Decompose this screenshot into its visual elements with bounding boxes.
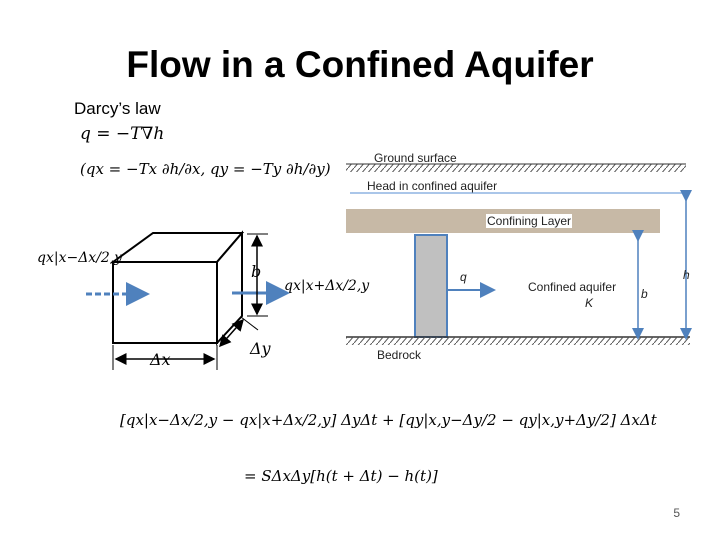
slide-title: Flow in a Confined Aquifer xyxy=(126,44,594,85)
aquifer-label: Confined aquifer xyxy=(528,280,617,294)
element-thickness-label: b xyxy=(251,262,262,281)
inflow-label: qx|x−Δx/2,y xyxy=(37,250,123,266)
balance-equation-line2: = SΔxΔy[h(t + Δt) − h(t)] xyxy=(244,467,438,485)
page-number: 5 xyxy=(673,506,680,520)
flow-label: q xyxy=(460,270,467,284)
outflow-label: qx|x+Δx/2,y xyxy=(284,278,370,294)
head-height-label: h xyxy=(683,268,690,282)
dx-label: Δx xyxy=(150,350,171,369)
slide-subtitle: Darcy’s law xyxy=(74,99,161,118)
dy-label: Δy xyxy=(250,339,271,358)
ground-surface-label: Ground surface xyxy=(374,151,457,165)
darcy-vector-equation: q = −T∇h xyxy=(80,124,165,144)
bedrock-hatch xyxy=(346,337,690,345)
well xyxy=(414,234,448,338)
aquifer-thickness-label: b xyxy=(641,287,648,301)
conductivity-label: K xyxy=(585,296,594,310)
confining-layer-label: Confining Layer xyxy=(486,214,573,228)
balance-equation-line1: [qx|x−Δx/2,y − qx|x+Δx/2,y] ΔyΔt + [qy|x… xyxy=(120,411,657,429)
bedrock-label: Bedrock xyxy=(377,348,422,362)
dy-dimension xyxy=(219,318,244,348)
control-volume-cube xyxy=(109,230,245,346)
darcy-component-equation: (qx = −Tx ∂h/∂x, qy = −Ty ∂h/∂y) xyxy=(80,160,331,178)
ground-surface-hatch xyxy=(346,164,686,172)
head-label: Head in confined aquifer xyxy=(367,179,498,193)
